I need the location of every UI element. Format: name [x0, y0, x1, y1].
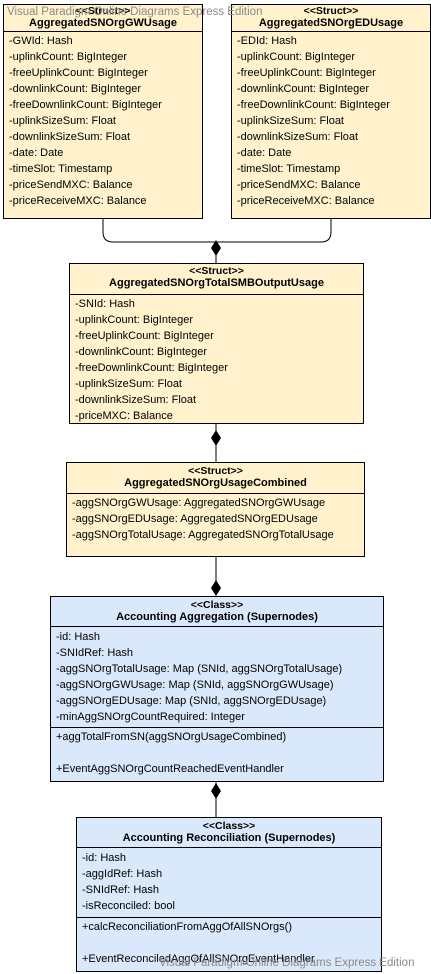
composition-diamond-aggregation — [211, 580, 221, 596]
attribute-row: -id: Hash — [82, 852, 127, 864]
attribute-row: -aggSNOrgTotalUsage: AggregatedSNOrgTota… — [72, 529, 334, 541]
composition-diamond-reconciliation — [211, 783, 221, 799]
reconciliation-stereotype: <<Class>> — [202, 820, 256, 832]
aggregation-operations: +aggTotalFromSN(aggSNOrgUsageCombined) +E… — [51, 727, 383, 777]
attribute-row: -aggSNOrgEDUsage: AggregatedSNOrgEDUsage — [72, 513, 318, 525]
attribute-row: -SNId: Hash — [75, 298, 135, 310]
operation-row: +calcReconciliationFromAggOfAllSNOrgs() — [82, 921, 292, 933]
attribute-row: -aggSNOrgGWUsage: Map (SNId, aggSNOrgGWU… — [56, 679, 334, 691]
attribute-row: -isReconciled: bool — [82, 900, 175, 912]
attribute-row: -aggSNOrgGWUsage: AggregatedSNOrgGWUsage — [72, 497, 326, 509]
attribute-row: -priceSendMXC: Balance — [9, 179, 133, 191]
attribute-row: -freeDownlinkCount: BigInteger — [237, 99, 390, 111]
attribute-row: -downlinkSizeSum: Float — [75, 394, 197, 406]
attribute-row: -downlinkCount: BigInteger — [237, 83, 370, 95]
attribute-row: -freeUplinkCount: BigInteger — [237, 67, 376, 79]
attribute-row: -GWId: Hash — [9, 35, 73, 47]
attribute-row: -freeUplinkCount: BigInteger — [9, 67, 148, 79]
aggregation-class[interactable]: <<Class>> Accounting Aggregation (Supern… — [50, 596, 384, 782]
attribute-row: -freeDownlinkCount: BigInteger — [9, 99, 162, 111]
operation-row: +aggTotalFromSN(aggSNOrgUsageCombined) — [56, 731, 287, 743]
composition-diamond-total — [211, 240, 221, 256]
attribute-row: -aggIdRef: Hash — [82, 868, 163, 880]
attribute-row: -uplinkSizeSum: Float — [75, 378, 182, 390]
attribute-row: -downlinkSizeSum: Float — [237, 131, 359, 143]
ed-usage-struct[interactable]: <<Struct>> AggregatedSNOrgEDUsage -EDId:… — [231, 4, 431, 219]
member-spacer — [56, 745, 383, 761]
attribute-row: -uplinkCount: BigInteger — [9, 51, 128, 63]
composition-diamond-combined — [211, 430, 221, 446]
attribute-row: -uplinkCount: BigInteger — [75, 314, 194, 326]
reconciliation-name: Accounting Reconciliation (Supernodes) — [122, 832, 336, 844]
attribute-row: -freeUplinkCount: BigInteger — [75, 330, 214, 342]
attribute-row: -minAggSNOrgCountRequired: Integer — [56, 711, 245, 723]
attribute-row: -timeSlot: Timestamp — [9, 163, 113, 175]
attribute-row: -priceMXC: Balance — [75, 410, 173, 422]
attribute-row: -priceSendMXC: Balance — [237, 179, 361, 191]
attribute-row: -uplinkSizeSum: Float — [9, 115, 116, 127]
gw-usage-stereotype: <<Struct>> — [75, 5, 131, 17]
combined-stereotype: <<Struct>> — [188, 465, 243, 477]
gw-usage-header: <<Struct>> AggregatedSNOrgGWUsage — [4, 5, 202, 32]
attribute-row: -aggSNOrgEDUsage: Map (SNId, aggSNOrgEDU… — [56, 695, 327, 707]
attribute-row: -downlinkSizeSum: Float — [9, 131, 131, 143]
gw-usage-struct[interactable]: <<Struct>> AggregatedSNOrgGWUsage -GWId:… — [3, 4, 203, 219]
gw-usage-attributes: -GWId: Hash -uplinkCount: BigInteger -free… — [4, 32, 202, 209]
attribute-row: -timeSlot: Timestamp — [237, 163, 341, 175]
attribute-row: -id: Hash — [56, 631, 101, 643]
total-usage-struct[interactable]: <<Struct>> AggregatedSNOrgTotalSMBOutput… — [69, 263, 364, 424]
attribute-row: -downlinkCount: BigInteger — [75, 346, 208, 358]
attribute-row: -date: Date — [9, 147, 64, 159]
combined-attributes: -aggSNOrgGWUsage: AggregatedSNOrgGWUsage… — [67, 494, 364, 543]
reconciliation-operations: +calcReconciliationFromAggOfAllSNOrgs() +… — [77, 917, 381, 967]
reconciliation-header: <<Class>> Accounting Reconciliation (Sup… — [77, 818, 381, 848]
ed-usage-name: AggregatedSNOrgEDUsage — [258, 17, 404, 29]
composition-line-gw-ed-to-total — [102, 219, 332, 263]
attribute-row: -uplinkCount: BigInteger — [237, 51, 356, 63]
attribute-row: -EDId: Hash — [237, 35, 297, 47]
total-usage-header: <<Struct>> AggregatedSNOrgTotalSMBOutput… — [70, 264, 363, 295]
aggregation-header: <<Class>> Accounting Aggregation (Supern… — [51, 597, 383, 627]
combined-struct[interactable]: <<Struct>> AggregatedSNOrgUsageCombined … — [66, 462, 365, 557]
watermark-bottom: Visual Paradigm Online Diagrams Express … — [159, 957, 415, 969]
aggregation-name: Accounting Aggregation (Supernodes) — [116, 611, 318, 623]
reconciliation-class[interactable]: <<Class>> Accounting Reconciliation (Sup… — [76, 817, 382, 972]
member-spacer — [82, 935, 381, 951]
attribute-row: -freeDownlinkCount: BigInteger — [75, 362, 228, 374]
attribute-row: -priceReceiveMXC: Balance — [9, 195, 147, 207]
total-usage-stereotype: <<Struct>> — [189, 265, 244, 277]
ed-usage-attributes: -EDId: Hash -uplinkCount: BigInteger -free… — [232, 32, 430, 209]
attribute-row: -downlinkCount: BigInteger — [9, 83, 142, 95]
attribute-row: -SNIdRef: Hash — [82, 884, 160, 896]
ed-usage-header: <<Struct>> AggregatedSNOrgEDUsage — [232, 5, 430, 32]
watermark-top: Visual Paradigm Online Diagrams Express … — [7, 6, 263, 18]
combined-header: <<Struct>> AggregatedSNOrgUsageCombined — [67, 463, 364, 494]
attribute-row: -date: Date — [237, 147, 292, 159]
operation-row: +EventAggSNOrgCountReachedEventHandler — [56, 763, 284, 775]
aggregation-stereotype: <<Class>> — [190, 599, 244, 611]
operation-row: +EventReconciledAggOfAllSNOrgEventHandle… — [82, 953, 315, 965]
total-usage-name: AggregatedSNOrgTotalSMBOutputUsage — [109, 277, 324, 289]
reconciliation-attributes: -id: Hash -aggIdRef: Hash -SNIdRef: Hash -i… — [77, 848, 381, 917]
aggregation-attributes: -id: Hash -SNIdRef: Hash -aggSNOrgTotalUsa… — [51, 627, 383, 727]
gw-usage-name: AggregatedSNOrgGWUsage — [29, 17, 177, 29]
attribute-row: -uplinkSizeSum: Float — [237, 115, 344, 127]
attribute-row: -priceReceiveMXC: Balance — [237, 195, 375, 207]
attribute-row: -SNIdRef: Hash — [56, 647, 134, 659]
ed-usage-stereotype: <<Struct>> — [303, 5, 359, 17]
combined-name: AggregatedSNOrgUsageCombined — [124, 477, 307, 489]
total-usage-attributes: -SNId: Hash -uplinkCount: BigInteger -free… — [70, 295, 363, 424]
attribute-row: -aggSNOrgTotalUsage: Map (SNId, aggSNOrg… — [56, 663, 343, 675]
